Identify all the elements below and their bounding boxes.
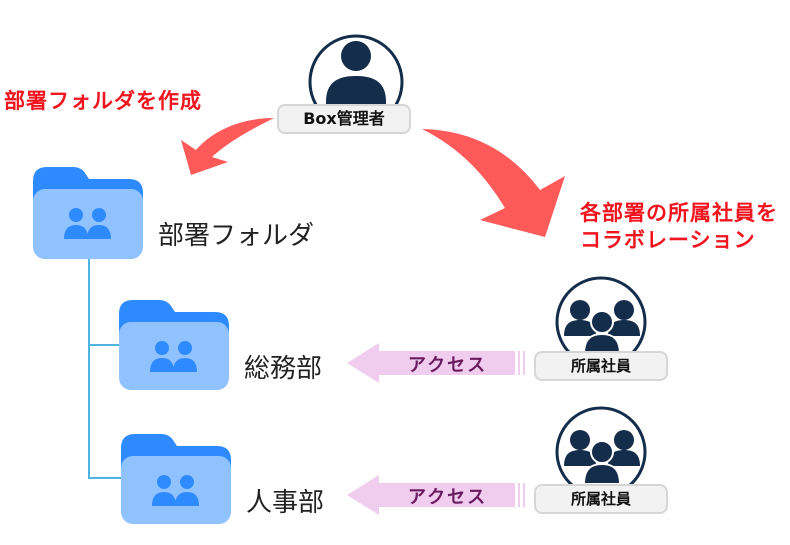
group-node: 所属社員 xyxy=(534,406,668,516)
folder-label-soumu[interactable]: 総務部 xyxy=(244,354,323,384)
shared-folder-icon xyxy=(121,434,231,524)
admin-label: Box管理者 xyxy=(277,104,411,134)
access-label: アクセス xyxy=(408,487,488,508)
access-arrow xyxy=(347,343,525,383)
annotation-collaborate-1: 各部署の所属社員を xyxy=(580,201,778,225)
group-label: 所属社員 xyxy=(534,484,668,514)
folder-label-root[interactable]: 部署フォルダ xyxy=(158,221,315,251)
admin-node: Box管理者 xyxy=(277,22,418,134)
group-node: 所属社員 xyxy=(534,276,668,386)
shared-folder-icon xyxy=(119,300,229,390)
group-icon xyxy=(555,406,647,498)
annotation-create-folder: 部署フォルダを作成 xyxy=(4,89,202,113)
folder-label-jinji[interactable]: 人事部 xyxy=(246,488,325,518)
shared-folder-icon xyxy=(33,167,143,259)
access-label: アクセス xyxy=(408,355,488,376)
group-label: 所属社員 xyxy=(534,351,668,381)
group-icon xyxy=(555,276,647,368)
annotation-collaborate-2: コラボレーション xyxy=(580,228,756,252)
access-arrow xyxy=(347,475,525,515)
